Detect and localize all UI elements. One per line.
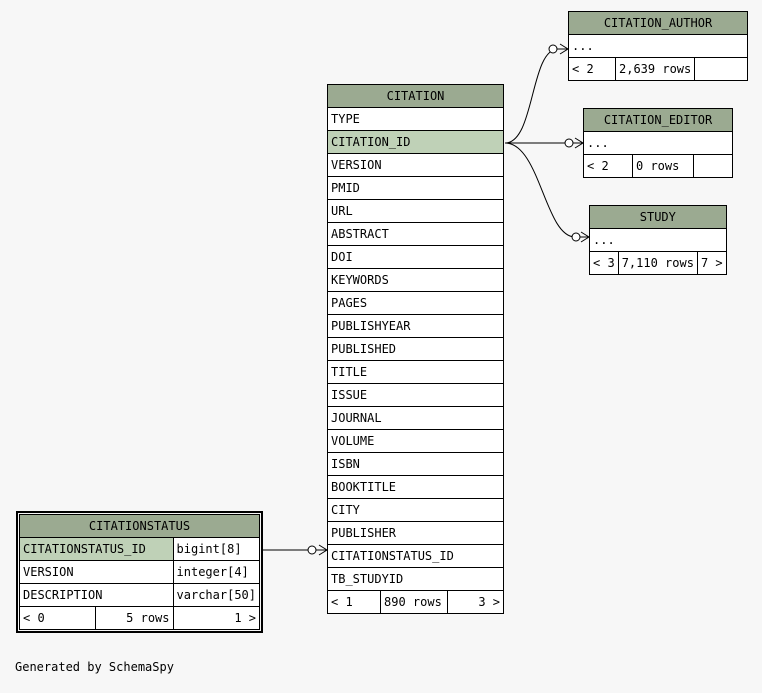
table-header[interactable]: CITATION_EDITOR [583, 108, 733, 132]
column-publishyear: PUBLISHYEAR [327, 314, 504, 338]
column-type: bigint[8] [172, 537, 261, 561]
column-ellipsis: ... [583, 131, 733, 155]
row-count: 2,639 rows [614, 57, 696, 81]
table-header[interactable]: STUDY [589, 205, 727, 229]
table-header[interactable]: CITATION [327, 84, 504, 108]
column-title: TITLE [327, 360, 504, 384]
generated-by-note: Generated by SchemaSpy [15, 660, 174, 674]
column-ellipsis: ... [589, 228, 727, 252]
column-type: integer[4] [172, 560, 261, 584]
row-count: 890 rows [380, 590, 448, 614]
column-abstract: ABSTRACT [327, 222, 504, 246]
column-keywords: KEYWORDS [327, 268, 504, 292]
column-publisher: PUBLISHER [327, 521, 504, 545]
parents-count: < 2 [568, 57, 616, 81]
children-count: 7 > [696, 251, 727, 275]
column-pages: PAGES [327, 291, 504, 315]
children-count [694, 57, 748, 81]
row-count: 5 rows [95, 606, 174, 630]
edge-study [504, 142, 589, 238]
children-count [693, 154, 733, 178]
edge-citationstatus-zero-marker [307, 545, 317, 555]
column-pmid: PMID [327, 176, 504, 200]
parents-count: < 1 [327, 590, 381, 614]
column-published: PUBLISHED [327, 337, 504, 361]
column-tb-studyid: TB_STUDYID [327, 567, 504, 591]
column-ellipsis: ... [568, 34, 748, 58]
parents-count: < 2 [583, 154, 633, 178]
parents-count: < 0 [18, 606, 97, 630]
children-count: 1 > [172, 606, 261, 630]
column-type: TYPE [327, 107, 504, 131]
table-citation-editor[interactable]: CITATION_EDITOR ... < 2 0 rows [583, 108, 733, 178]
edge-citation-author [504, 48, 568, 144]
edge-citation-editor-zero-marker [564, 138, 574, 148]
column-journal: JOURNAL [327, 406, 504, 430]
children-count: 3 > [447, 590, 504, 614]
column-booktitle: BOOKTITLE [327, 475, 504, 499]
table-header[interactable]: CITATION_AUTHOR [568, 11, 748, 35]
column-version: VERSION [19, 560, 174, 584]
row-count: 7,110 rows [617, 251, 698, 275]
table-citation[interactable]: CITATION TYPE CITATION_ID VERSION PMID U… [327, 84, 504, 614]
edge-study-zero-marker [571, 232, 581, 242]
table-citation-author[interactable]: CITATION_AUTHOR ... < 2 2,639 rows [568, 11, 748, 81]
table-study[interactable]: STUDY ... < 3 7,110 rows 7 > [589, 205, 727, 275]
column-description: DESCRIPTION [19, 583, 174, 607]
table-header[interactable]: CITATIONSTATUS [19, 514, 260, 538]
table-citationstatus[interactable]: CITATIONSTATUS CITATIONSTATUS_ID bigint[… [16, 511, 263, 633]
column-volume: VOLUME [327, 429, 504, 453]
parents-count: < 3 [589, 251, 619, 275]
column-type: varchar[50] [172, 583, 261, 607]
row-count: 0 rows [632, 154, 694, 178]
column-citationstatus-id: CITATIONSTATUS_ID [19, 537, 174, 561]
column-doi: DOI [327, 245, 504, 269]
column-issue: ISSUE [327, 383, 504, 407]
column-isbn: ISBN [327, 452, 504, 476]
edge-citation-author-zero-marker [548, 44, 558, 54]
column-citationstatus-id: CITATIONSTATUS_ID [327, 544, 504, 568]
column-version: VERSION [327, 153, 504, 177]
column-url: URL [327, 199, 504, 223]
column-citation-id: CITATION_ID [327, 130, 504, 154]
column-city: CITY [327, 498, 504, 522]
